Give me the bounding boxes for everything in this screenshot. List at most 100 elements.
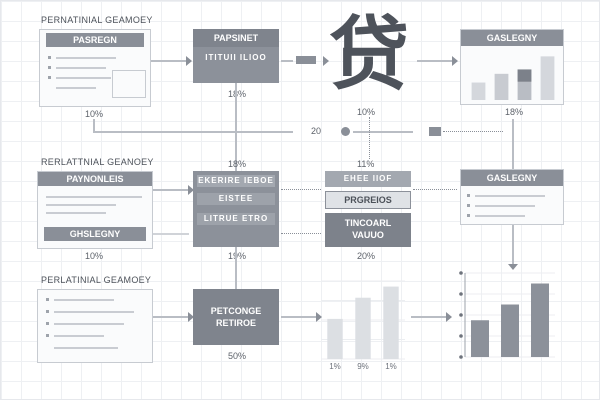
bar bbox=[383, 286, 399, 359]
arrow-head-icon bbox=[188, 312, 194, 322]
bullet-icon bbox=[467, 204, 470, 207]
pct-mid-left: 10% bbox=[85, 251, 104, 261]
bullet-icon bbox=[48, 66, 51, 69]
connector-line bbox=[512, 225, 514, 265]
bullet-icon bbox=[467, 194, 470, 197]
node-stack-mid: EKERIRE IEBOE EISTEE LITRUE ETRO bbox=[193, 171, 279, 247]
section-label-middle: RERLATTNIAL GEANOEY bbox=[41, 157, 154, 167]
pct-glyph: 10% bbox=[357, 107, 376, 117]
text-line bbox=[475, 215, 525, 217]
doc-panel-middle-footer: GHSLEGNY bbox=[44, 227, 146, 241]
doc-panel-middle-title: PAYNONLEIS bbox=[38, 172, 152, 186]
text-line bbox=[56, 57, 116, 59]
chart-mid-right-title: GASLEGNY bbox=[461, 170, 563, 186]
connector-line bbox=[153, 316, 189, 318]
text-line bbox=[475, 205, 535, 207]
text-line bbox=[46, 196, 142, 198]
doc-panel-top-title: PASREGN bbox=[46, 33, 144, 47]
pct-bottom-center: 50% bbox=[228, 351, 247, 361]
pct-connector: 20 bbox=[311, 126, 322, 136]
bullet-icon bbox=[46, 298, 49, 301]
bullet-icon bbox=[46, 322, 49, 325]
node-tincoarl-line1: TINCOARL bbox=[344, 218, 392, 228]
tick-label: 1% bbox=[385, 362, 397, 371]
bar bbox=[494, 73, 509, 100]
text-line bbox=[56, 77, 111, 79]
arrow-head-icon bbox=[186, 56, 192, 66]
axis-tick-dot bbox=[459, 292, 463, 296]
arrow-down-icon bbox=[508, 264, 518, 270]
node-papsinet-sub: ITITUII ILIOO bbox=[205, 53, 267, 62]
connector-line bbox=[153, 233, 189, 235]
connector-line bbox=[153, 189, 189, 191]
text-line bbox=[54, 323, 124, 325]
text-line bbox=[54, 311, 134, 313]
bar-segment bbox=[517, 69, 532, 82]
dotted-connector bbox=[369, 117, 370, 159]
square-marker-icon bbox=[429, 127, 441, 136]
connector-line bbox=[417, 60, 453, 62]
connector-line bbox=[235, 247, 237, 289]
node-stack-row2: EISTEE bbox=[197, 193, 275, 205]
node-gray-small: EHEE IIOF bbox=[325, 171, 411, 187]
section-label-bottom: PERLATINIAL GEAMOEY bbox=[41, 275, 152, 285]
doc-panel-middle: PAYNONLEIS GHSLEGNY bbox=[37, 171, 153, 249]
dotted-connector bbox=[443, 131, 503, 132]
chart-top-right bbox=[471, 56, 555, 100]
connector-line bbox=[93, 131, 293, 133]
bar bbox=[531, 283, 549, 357]
axis-tick-dot bbox=[459, 271, 463, 275]
pct-top-left: 10% bbox=[85, 109, 104, 119]
dotted-connector bbox=[281, 233, 321, 234]
bullet-icon bbox=[46, 310, 49, 313]
arrow-head-icon bbox=[446, 312, 452, 322]
dotted-connector bbox=[413, 189, 457, 190]
chart-panel-mid-right: GASLEGNY bbox=[460, 169, 564, 225]
text-line bbox=[475, 195, 545, 197]
node-dot-icon bbox=[341, 127, 350, 136]
chart-bottom-center: 1%9%1% bbox=[321, 280, 405, 371]
node-pretnge: PETCONGE RETIROE bbox=[193, 289, 279, 345]
connector-line bbox=[353, 131, 413, 133]
arrow-head-icon bbox=[188, 185, 194, 195]
doc-panel-bottom bbox=[37, 289, 153, 363]
node-papsinet: PAPSINET ITITUII ILIOO bbox=[193, 29, 279, 83]
bar bbox=[540, 56, 555, 100]
bar bbox=[327, 318, 343, 359]
node-tincoarl: TINCOARL VAUUO bbox=[325, 213, 411, 247]
node-pretnge-line2: RETIROE bbox=[215, 318, 256, 328]
chart-top-right-title: GASLEGNY bbox=[461, 30, 563, 46]
connector-line bbox=[512, 119, 514, 171]
node-tincoarl-line2: VAUUO bbox=[352, 230, 384, 240]
arrow-head-icon bbox=[323, 56, 329, 66]
mini-table bbox=[112, 70, 146, 98]
connector-line bbox=[281, 60, 293, 62]
node-stack-row3: LITRUE ETRO bbox=[197, 213, 275, 225]
bar bbox=[471, 82, 486, 100]
bullet-icon bbox=[48, 56, 51, 59]
bullet-icon bbox=[48, 76, 51, 79]
axis-tick-dot bbox=[459, 355, 463, 359]
node-stack-row1: EKERIRE IEBOE bbox=[197, 175, 275, 187]
chart-bottom-right bbox=[459, 271, 555, 359]
tick-label: 9% bbox=[357, 362, 369, 371]
pct-lower-center: 19% bbox=[228, 251, 247, 261]
connector-line bbox=[93, 119, 95, 133]
arrow-head-icon bbox=[452, 56, 458, 66]
pct-mid-center: 18% bbox=[228, 159, 247, 169]
text-line bbox=[54, 347, 118, 349]
chart-panel-top-right: GASLEGNY bbox=[460, 29, 564, 105]
text-line bbox=[46, 204, 116, 206]
bar bbox=[471, 320, 489, 357]
bar bbox=[501, 304, 519, 357]
text-line bbox=[54, 335, 104, 337]
node-pretnge-line1: PETCONGE bbox=[210, 306, 262, 316]
text-line bbox=[46, 212, 106, 214]
node-papsinet-title: PAPSINET bbox=[193, 29, 279, 47]
axis-tick-dot bbox=[459, 334, 463, 338]
bar bbox=[355, 297, 371, 359]
pct-mid-glyph: 11% bbox=[357, 159, 375, 169]
text-line bbox=[56, 67, 106, 69]
pct-top-center: 18% bbox=[228, 89, 247, 99]
